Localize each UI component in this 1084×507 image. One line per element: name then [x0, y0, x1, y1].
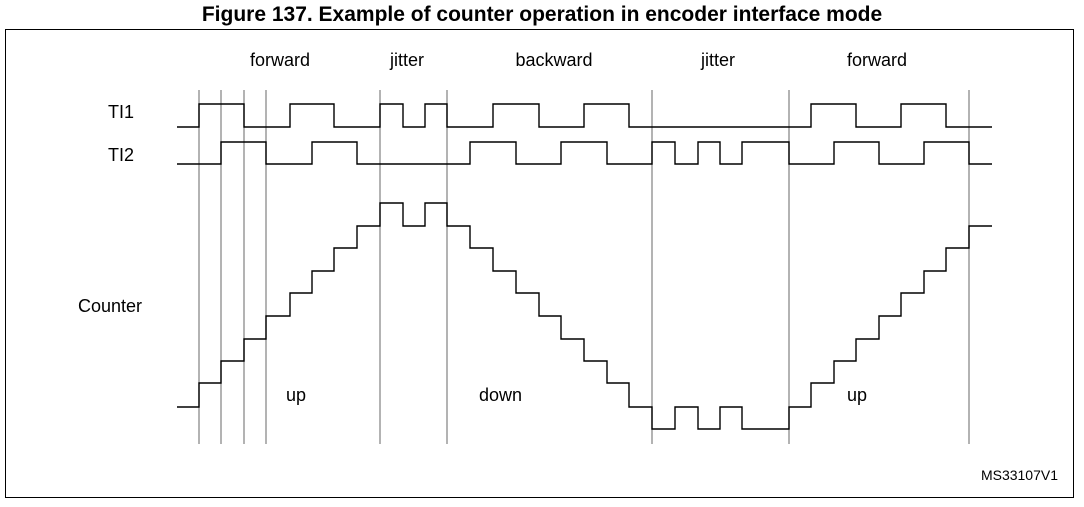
signal-label-ti2: TI2	[108, 145, 134, 165]
signal-label-ti1: TI1	[108, 102, 134, 122]
figure-title: Figure 137. Example of counter operation…	[201, 3, 883, 26]
figure-code: MS33107V1	[981, 467, 1058, 483]
ti2-waveform	[177, 141, 992, 165]
figure-frame	[5, 29, 1074, 498]
counter-waveform	[177, 202, 992, 430]
counter-direction-up: up	[847, 385, 867, 405]
signal-label-counter: Counter	[78, 296, 142, 316]
phase-label-backward: backward	[515, 50, 592, 70]
counter-direction-down: down	[479, 385, 522, 405]
phase-label-jitter: jitter	[389, 50, 424, 70]
phase-label-forward: forward	[250, 50, 310, 70]
phase-label-forward: forward	[847, 50, 907, 70]
ti1-waveform	[177, 103, 992, 128]
counter-direction-up: up	[286, 385, 306, 405]
phase-label-jitter: jitter	[700, 50, 735, 70]
